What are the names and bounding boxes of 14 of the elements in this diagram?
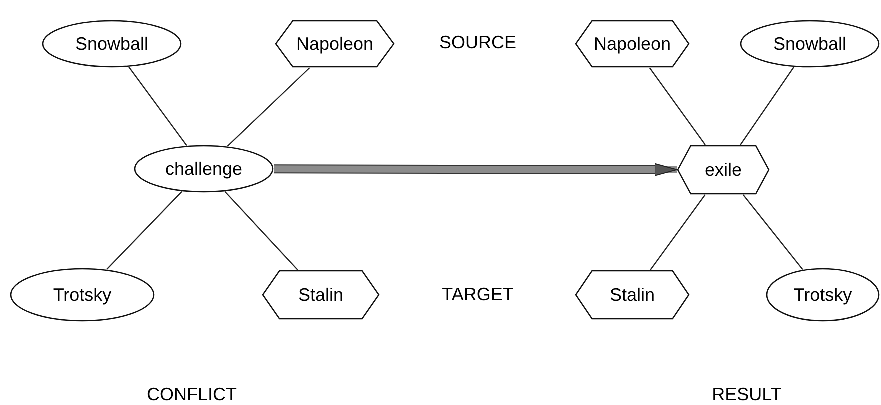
section-label: CONFLICT [147, 384, 237, 405]
section-label: TARGET [442, 284, 514, 306]
section-label: RESULT [712, 384, 782, 405]
ellipse-node: Snowball [740, 20, 880, 68]
hexagon-node: Napoleon [575, 20, 690, 68]
ellipse-node: Trotsky [766, 268, 880, 322]
section-label: SOURCE [440, 32, 516, 54]
ellipse-node: challenge [134, 145, 274, 193]
ellipse-node: Snowball [42, 20, 182, 68]
hexagon-node: Stalin [575, 270, 690, 320]
ellipse-node: Trotsky [10, 268, 155, 322]
hexagon-node: exile [677, 145, 770, 195]
hexagon-node: Napoleon [275, 20, 395, 68]
hexagon-node: Stalin [262, 270, 380, 320]
